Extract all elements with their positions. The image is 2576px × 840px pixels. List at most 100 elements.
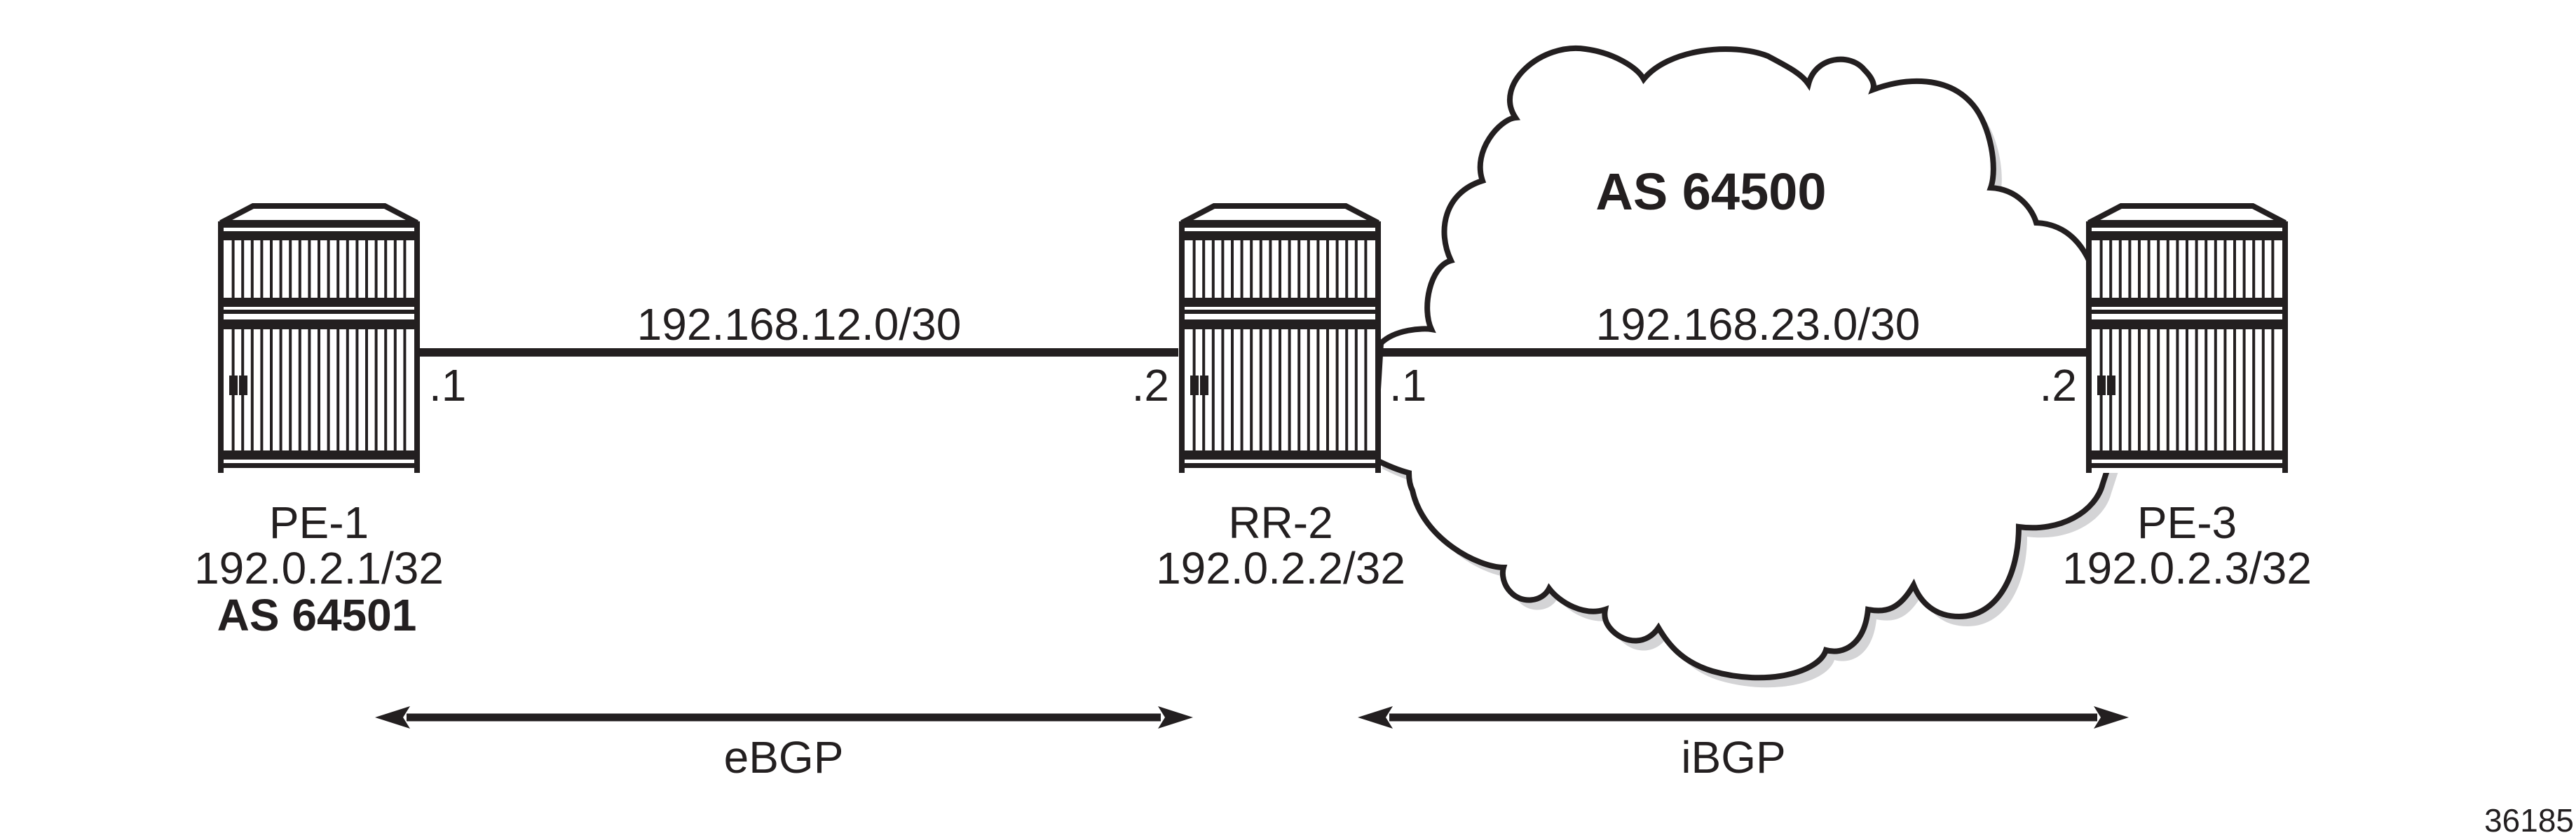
router-grille-bar (346, 329, 349, 450)
router-band (1179, 223, 1381, 228)
router-grille-bar (1221, 240, 1225, 298)
router-grille-bar (2176, 240, 2179, 298)
router-band (218, 450, 420, 460)
router-grille-bar (2261, 240, 2265, 298)
router-side (218, 221, 224, 473)
router-grille-bar (279, 240, 282, 298)
router-grille-bar (1240, 240, 1243, 298)
router-grille-bar (2109, 240, 2113, 298)
router-grille-bar (260, 329, 264, 450)
router-side (2086, 221, 2092, 473)
router-grille-bar (355, 240, 359, 298)
router-grille-bar (1345, 240, 1349, 298)
router-grille-bar (289, 329, 292, 450)
router-grille-bar (270, 329, 273, 450)
session-label: eBGP (724, 732, 844, 783)
router-grille-bar (393, 329, 397, 450)
router-grille-bar (1231, 240, 1234, 298)
router-port (1200, 376, 1208, 395)
router-port (2097, 376, 2106, 395)
router-grille-bar (1335, 240, 1339, 298)
router-band (1179, 450, 1381, 460)
router-grille-bar (308, 329, 311, 450)
double-arrow-icon (375, 706, 1193, 729)
router-band (218, 310, 420, 314)
router-grille-bar (1279, 240, 1281, 298)
router-grille-bar (2242, 240, 2246, 298)
router-port (1190, 376, 1199, 395)
router-grille-bar (2176, 329, 2179, 450)
router-port (2107, 376, 2115, 395)
session-label: iBGP (1681, 732, 1785, 783)
router-grille-bar (403, 240, 407, 298)
router-grille-bar (2118, 240, 2122, 298)
router-grille-bar (260, 240, 264, 298)
router-grille-bar (250, 240, 254, 298)
router-grille-bar (393, 240, 397, 298)
router-grille-bar (1354, 240, 1358, 298)
router-grille-bar (2147, 329, 2151, 450)
router-grille-bar (1297, 329, 1301, 450)
router-grille-bar (1259, 329, 1262, 450)
node-system-address: 192.0.2.2/32 (1156, 543, 1405, 593)
router-grille-bar (336, 240, 340, 298)
router-grille-bar (346, 240, 349, 298)
router-grille-bar (365, 240, 368, 298)
double-arrow-icon (1358, 706, 2129, 729)
node-system-address: 192.0.2.1/32 (194, 543, 444, 593)
router-grille-bar (2233, 329, 2236, 450)
router-grille-bar (2214, 329, 2217, 450)
router-icon[interactable] (218, 203, 420, 473)
router-side (2282, 221, 2288, 473)
router-grille-bar (2252, 240, 2256, 298)
router-grille-bar (1326, 240, 1329, 298)
router-grille-bar (1211, 240, 1215, 298)
router-grille-bar (2157, 240, 2160, 298)
router-grille-bar (2099, 240, 2103, 298)
router-grille-bar (1326, 329, 1329, 450)
router-band (2086, 319, 2288, 329)
router-grille-bar (2118, 329, 2122, 450)
router-grille-bar (327, 240, 330, 298)
router-icon[interactable] (1179, 203, 1381, 473)
router-grille-bar (298, 240, 301, 298)
router-grille-bar (1211, 329, 1215, 450)
router-icon[interactable] (2086, 203, 2288, 473)
router-band (1179, 231, 1381, 240)
router-band (2086, 223, 2288, 228)
router-grille-bar (1364, 329, 1368, 450)
router-grille-bar (2186, 329, 2188, 450)
figure-id: 36185 (2484, 802, 2574, 839)
router-grille-bar (1279, 329, 1281, 450)
router-top (219, 203, 418, 226)
router-grille-bar (374, 329, 378, 450)
router-grille-bar (1335, 329, 1339, 450)
router-grille-bar (384, 329, 388, 450)
router-grille-bar (2233, 240, 2236, 298)
router-grille-bar (2128, 329, 2132, 450)
router-grille-bar (241, 240, 245, 298)
router-band (1179, 298, 1381, 307)
router-grille-bar (298, 329, 301, 450)
router-band (2086, 310, 2288, 314)
router-grille-bar (2166, 240, 2169, 298)
router-grille-bar (308, 240, 311, 298)
router-grille-bar (1259, 240, 1262, 298)
router-grille-bar (2252, 329, 2256, 450)
router-grille-bar (374, 240, 378, 298)
router-grille-bar (1269, 329, 1272, 450)
router-grille-bar (1288, 329, 1291, 450)
router-band (218, 463, 420, 468)
router-grille-bar (270, 240, 273, 298)
router-grille-bar (1297, 240, 1301, 298)
router-grille-bar (1316, 240, 1320, 298)
router-band (218, 231, 420, 240)
router-grille-bar (2186, 240, 2188, 298)
router-grille-bar (2214, 240, 2217, 298)
router-top (2087, 203, 2287, 226)
router-grille-bar (1250, 329, 1253, 450)
router-band (1179, 310, 1381, 314)
cloud-as-label: AS 64500 (1595, 163, 1826, 221)
router-grille-bar (327, 329, 330, 450)
